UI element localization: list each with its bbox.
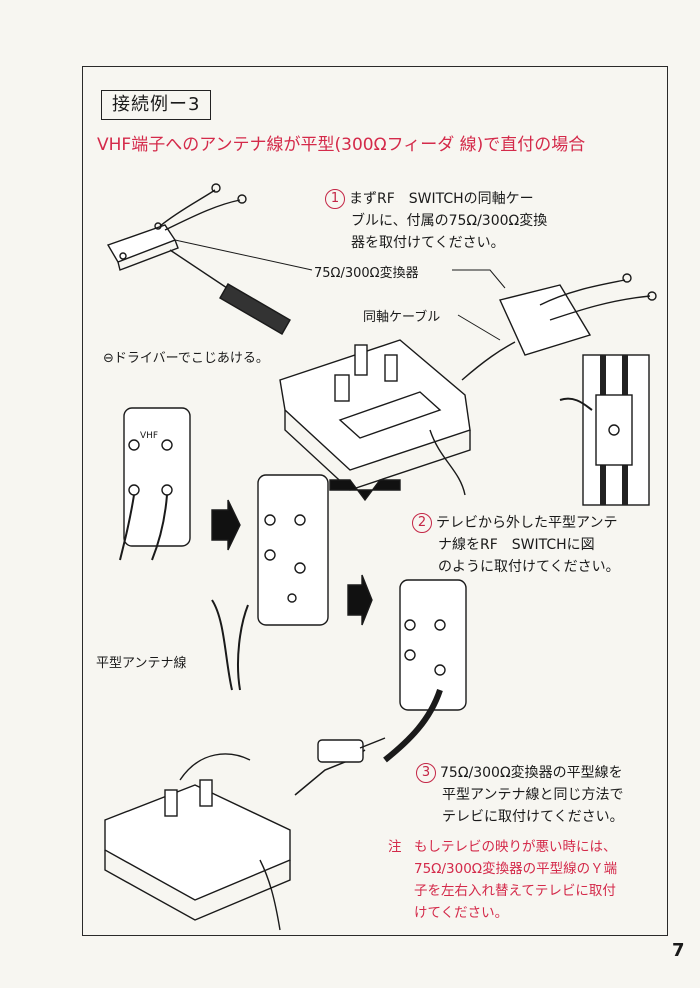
rf-switch-top-illustration — [279, 273, 657, 496]
section-title: 接続例ー3 — [101, 90, 212, 120]
tv-terminal-panel-removed — [257, 474, 329, 626]
arrow-right-2 — [347, 574, 373, 626]
step-1-line-1: まずRF SWITCHの同軸ケー — [349, 191, 534, 207]
converter-opened-illustration — [106, 183, 291, 335]
step-3-line-1: 75Ω/300Ω変換器の平型線を — [440, 765, 623, 781]
note-line-1: もしテレビの映りが悪い時には、 — [414, 839, 617, 855]
step-3-line-3: テレビに取付けてください。 — [442, 809, 624, 825]
rf-switch-bottom-illustration — [104, 737, 386, 931]
arrow-right-1 — [211, 499, 241, 551]
page-frame — [82, 66, 668, 936]
flat-antenna-label: 平型アンテナ線 — [96, 656, 187, 671]
converter-label: 75Ω/300Ω変換器 — [314, 266, 419, 281]
arrow-down — [329, 479, 401, 502]
step-1-line-3: 器を取付けてください。 — [351, 235, 505, 251]
step-2-line-2: ナ線をRF SWITCHに図 — [438, 537, 595, 553]
note-line-3: 子を左右入れ替えてテレビに取付 — [414, 883, 616, 899]
step-2-line-1: テレビから外した平型アンテ — [436, 515, 618, 531]
panel-vhf-text: VHF — [140, 431, 158, 441]
step-1-number: 1 — [325, 189, 345, 209]
note-line-2: 75Ω/300Ω変換器の平型線のＹ端 — [414, 861, 618, 877]
tv-terminal-panel-before: VHF — [119, 407, 191, 561]
flat-antenna-wire — [211, 599, 249, 691]
page-subtitle: VHF端子へのアンテナ線が平型(300Ωフィーダ 線)で直付の場合 — [97, 135, 586, 155]
step-3-line-2: 平型アンテナ線と同じ方法で — [442, 787, 624, 803]
tv-terminal-panel-after — [383, 579, 467, 763]
screwdriver-label: ⊖ドライバーでこじあける。 — [103, 351, 269, 366]
step-1-line-2: ブルに、付属の75Ω/300Ω変換 — [351, 213, 548, 229]
note-block: 注 もしテレビの映りが悪い時には、 75Ω/300Ω変換器の平型線のＹ端 子を左… — [388, 836, 618, 924]
coax-cable-label: 同軸ケーブル — [363, 310, 441, 325]
step-3-number: 3 — [416, 763, 436, 783]
page-number: 7 — [672, 940, 685, 961]
note-line-4: けてください。 — [414, 905, 509, 921]
note-mark: 注 — [388, 839, 402, 855]
step-2-number: 2 — [412, 513, 432, 533]
step-2-line-3: のように取付けてください。 — [438, 559, 620, 575]
inset-detail — [559, 354, 650, 506]
